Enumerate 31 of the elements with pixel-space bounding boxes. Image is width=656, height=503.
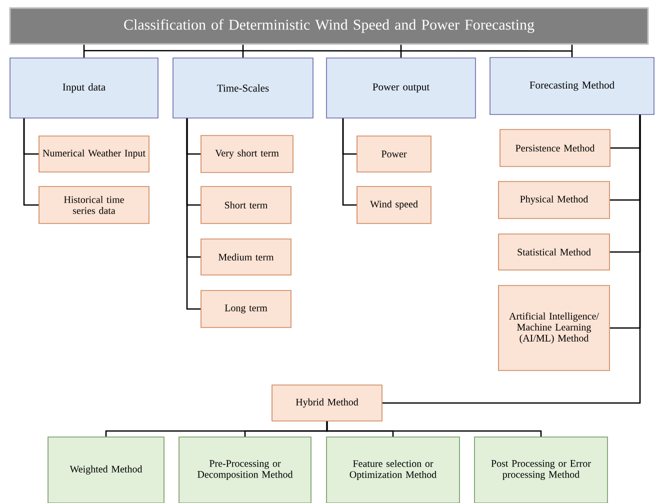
item-box: Numerical Weather Input (38, 136, 150, 172)
method-box: Persistence Method (500, 129, 610, 167)
connector-line (186, 118, 201, 310)
item-box: Wind speed (356, 186, 432, 224)
hybrid-type-box: Pre-Processing or Decomposition Method (178, 436, 312, 503)
category-box: Forecasting Method (490, 57, 654, 115)
item-box: Power (356, 136, 432, 172)
method-box: Hybrid Method (272, 384, 382, 422)
connector-line (400, 44, 402, 58)
connector-line (342, 118, 357, 206)
connector-line (23, 118, 39, 206)
hybrid-type-box: Post Processing or Error processing Method (474, 436, 608, 503)
item-box: Very short term (200, 135, 294, 173)
connector-line (571, 44, 573, 58)
method-box: Artificial Intelligence/ Machine Learning (AI/ML) Method (498, 285, 610, 371)
category-box: Power output (326, 58, 476, 118)
category-box: Input data (10, 58, 158, 118)
hybrid-type-box: Weighted Method (48, 436, 164, 503)
connector-line (382, 114, 641, 404)
hybrid-type-box: Feature selection or Optimization Method (326, 436, 460, 503)
method-box: Statistical Method (498, 234, 610, 270)
item-box: Short term (200, 186, 292, 224)
method-box: Physical Method (498, 181, 610, 219)
connector-line (242, 44, 244, 58)
item-box: Long term (200, 290, 292, 328)
connector-line (326, 421, 542, 437)
category-box: Time-Scales (172, 58, 314, 118)
connector-line (83, 44, 85, 58)
item-box: Historical time series data (38, 186, 150, 224)
title-banner: Classification of Deterministic Wind Speed and Power Forecasting (9, 7, 649, 45)
item-box: Medium term (200, 238, 292, 276)
